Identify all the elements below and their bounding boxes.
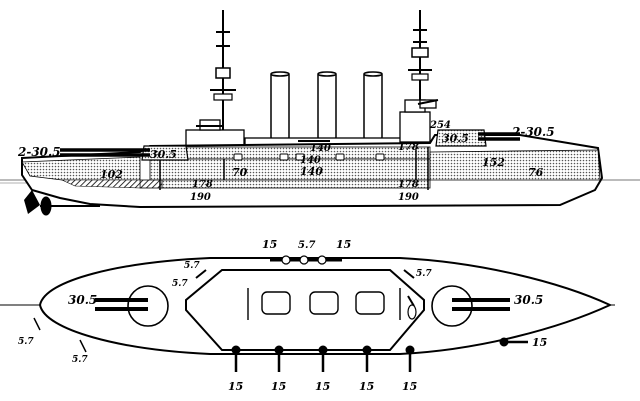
plan-view: 30.5 30.5 5.7 15 15 5.7 5.7 5.7 5.7 5.7 … (0, 238, 615, 393)
citadel-armor (149, 158, 431, 181)
deck-guns (196, 99, 439, 142)
label-top-right-gun: 15 (336, 238, 351, 251)
label-belt-fore: 102 (100, 168, 123, 181)
label-ul-corner-a: 5.7 (184, 261, 200, 271)
central-battery (185, 269, 425, 351)
label-bow-small-2: 5.7 (72, 355, 88, 365)
label-bottom-gun-2: 15 (271, 380, 286, 393)
fore-turret-side (60, 145, 189, 161)
label-belt-lower-aft: 190 (398, 192, 419, 203)
fore-turret-plan (95, 285, 169, 327)
label-fore-guns: 2-30.5 (17, 145, 61, 159)
label-plan-fore-turret: 30.5 (68, 293, 97, 307)
aft-end-armor (429, 149, 601, 181)
label-stern-belt: 76 (528, 166, 544, 179)
label-belt-mid: 70 (232, 166, 248, 179)
label-citadel-upper: 140 (310, 143, 331, 154)
label-end-aft: 152 (482, 156, 505, 169)
label-stern-gun: 15 (532, 336, 547, 349)
label-bottom-gun-4: 15 (359, 380, 374, 393)
funnel-bases (247, 288, 401, 320)
fore-mast (210, 10, 236, 130)
label-belt-lower-fore: 190 (190, 192, 211, 203)
label-bottom-gun-5: 15 (402, 380, 417, 393)
aft-turret-side (435, 129, 520, 147)
label-aft-guns: 2-30.5 (511, 125, 555, 139)
citadel-upper-armor (149, 146, 431, 160)
funnels (270, 71, 383, 140)
label-belt-main-fore: 178 (192, 179, 213, 190)
aft-turret-plan (431, 285, 510, 327)
rudder (24, 190, 40, 214)
label-bow-small-1: 5.7 (18, 337, 34, 347)
bow-hatched-belt (61, 179, 141, 189)
label-ul-corner-b: 5.7 (172, 279, 188, 289)
label-top-mid-gun: 5.7 (298, 240, 315, 251)
label-plan-aft-turret: 30.5 (514, 293, 543, 307)
label-casemate: 140 (300, 165, 323, 178)
label-citadel-mid: 140 (300, 155, 321, 166)
label-belt-main-aft: 178 (398, 179, 419, 190)
casemate-ports (233, 153, 385, 161)
label-bottom-gun-1: 15 (228, 380, 243, 393)
label-aft-turret: 30.5 (442, 132, 469, 145)
propeller (40, 196, 100, 216)
label-fore-turret: 30.5 (150, 148, 177, 161)
label-barbette-aft: 178 (398, 142, 419, 153)
label-bottom-gun-3: 15 (315, 380, 330, 393)
hatched-belt (139, 179, 163, 189)
top-guns (195, 255, 417, 320)
label-ur-corner: 5.7 (416, 269, 432, 279)
label-top-left-gun: 15 (262, 238, 277, 251)
label-conning-tower: 254 (429, 120, 451, 131)
bottom-guns (33, 317, 528, 372)
side-view: 2-30.5 30.5 2-30.5 30.5 102 70 140 140 1… (0, 10, 640, 216)
